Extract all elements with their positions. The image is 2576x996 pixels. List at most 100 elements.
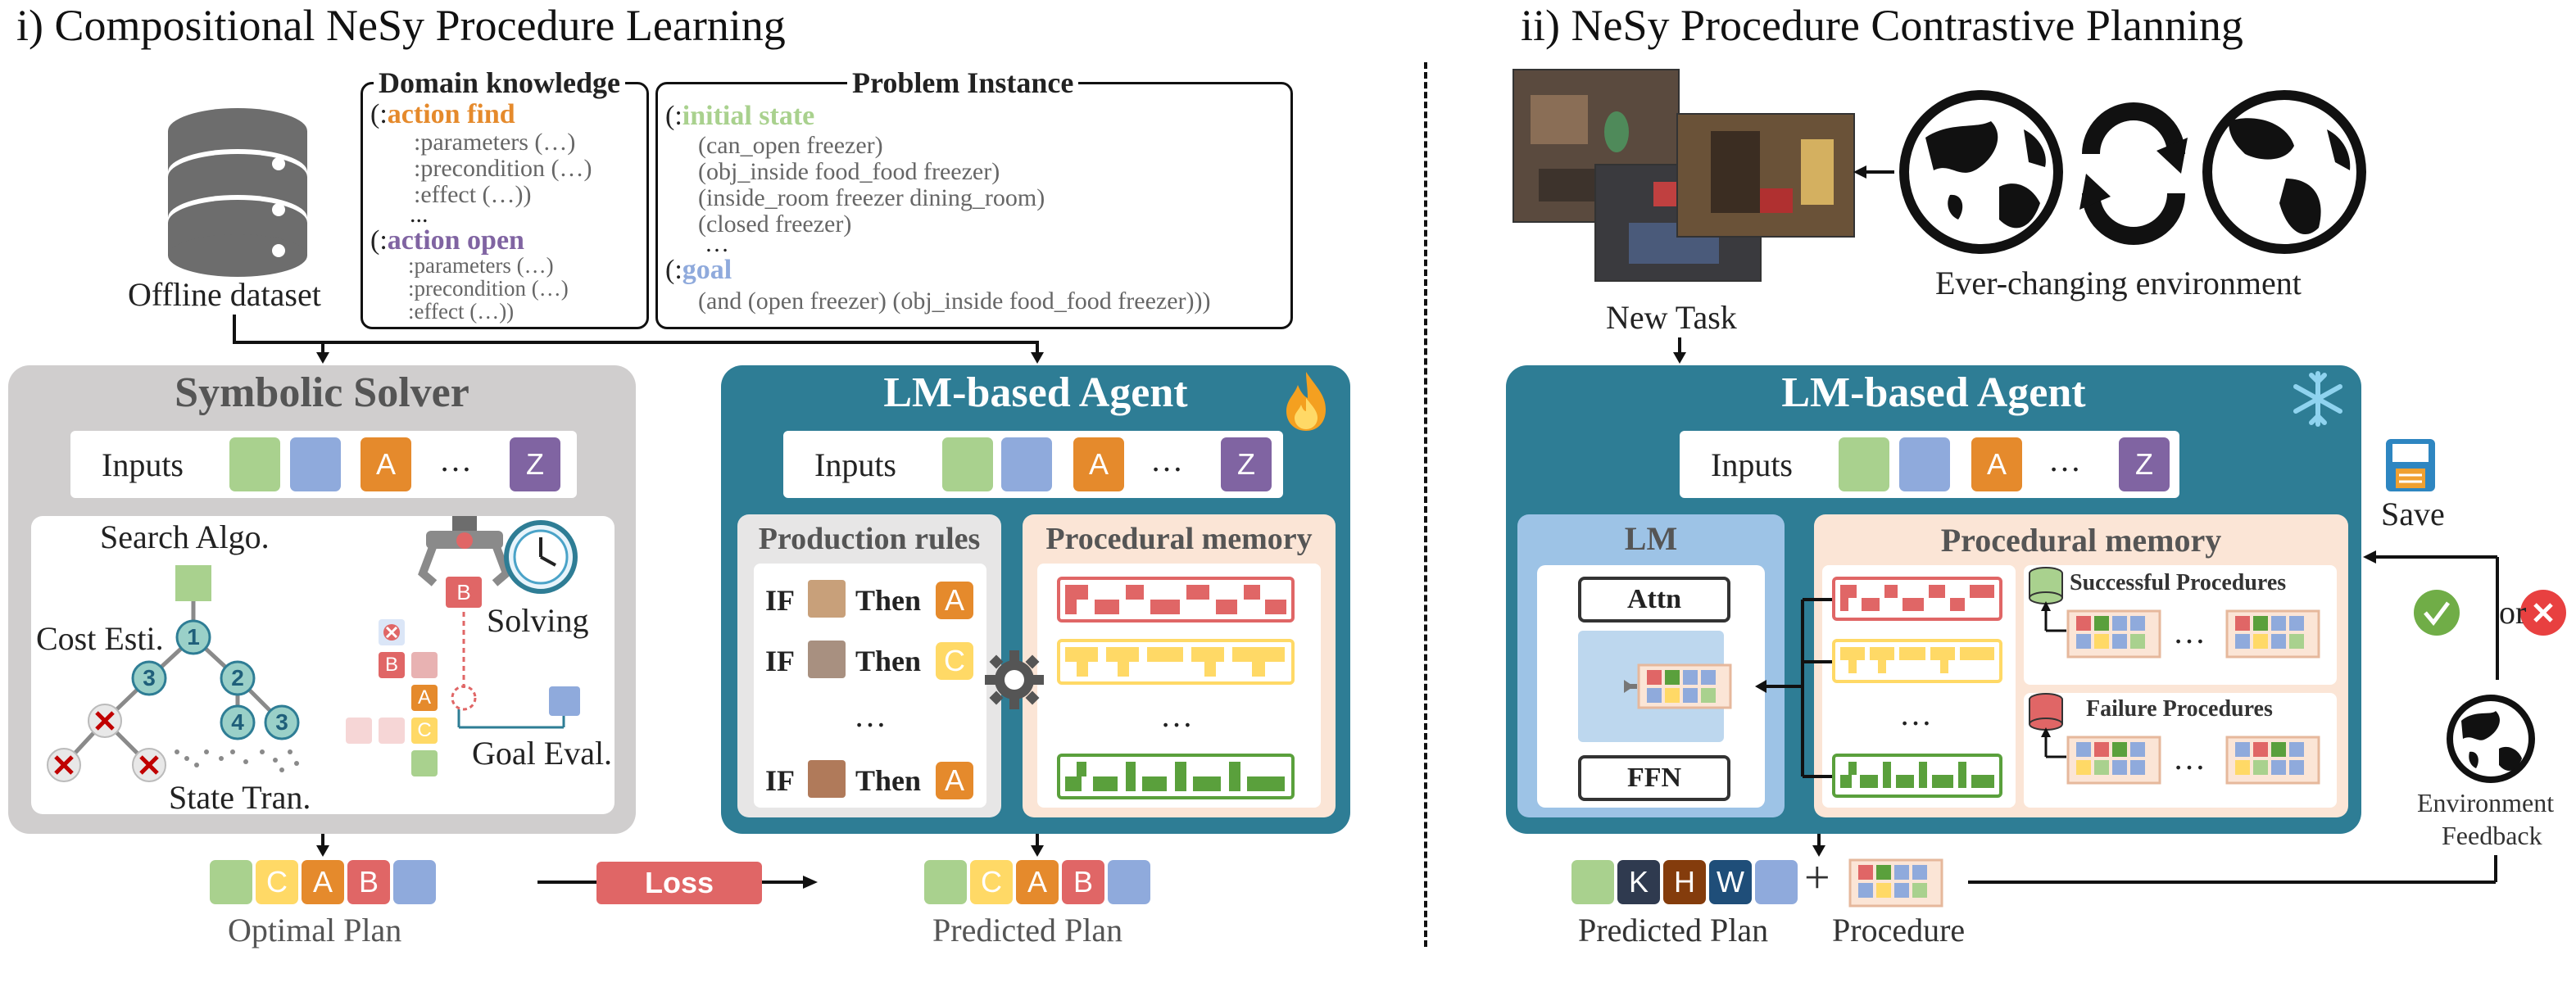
memory-bar-green: [1057, 754, 1295, 799]
solving-label: Solving: [487, 602, 589, 639]
right-title: ii) NeSy Procedure Contrastive Planning: [1521, 1, 2243, 50]
rule-image: [808, 641, 846, 678]
loss-badge: Loss: [596, 862, 762, 904]
problem-ellipsis: …: [705, 230, 729, 257]
lm-agent-title-left: LM-based Agent: [883, 369, 1188, 416]
memory-bar-yellow: [1057, 639, 1295, 685]
input-token-green: [229, 437, 280, 491]
cost-esti-label: Cost Esti.: [36, 620, 164, 657]
search-algo-label: Search Algo.: [100, 518, 270, 555]
tree-node-label: 4: [231, 709, 244, 735]
left-title: i) Compositional NeSy Procedure Learning: [16, 1, 786, 50]
ffn-block: FFN: [1578, 755, 1730, 801]
input-token-z: Z: [1221, 437, 1272, 491]
attn-block: Attn: [1578, 577, 1730, 622]
predicted-plan-token: [1571, 860, 1614, 904]
initial-state-line: (:initial state: [665, 101, 815, 131]
environment-image: [1676, 113, 1855, 238]
save-label: Save: [2381, 496, 2445, 532]
failure-dots: …: [2173, 740, 2206, 776]
rule-then: Then: [855, 645, 922, 677]
procedure-label: Procedure: [1832, 912, 1966, 948]
tree-node-label: 1: [187, 624, 200, 650]
memory-bar-red: [1832, 577, 2002, 621]
memory-bar-red: [1057, 577, 1295, 622]
problem-instance-header: Problem Instance: [847, 66, 1079, 100]
predicted-plan-token: C: [970, 860, 1013, 904]
environment-feedback-line-2: Feedback: [2442, 821, 2542, 850]
symbolic-solver-title: Symbolic Solver: [175, 369, 469, 416]
goal-expression: (and (open freezer) (obj_inside food_foo…: [698, 287, 1211, 315]
procedural-memory-title-left: Procedural memory: [1045, 522, 1313, 556]
action-find-line: (:action find: [370, 99, 515, 129]
input-token-z: Z: [2119, 437, 2170, 491]
input-token-a: A: [1073, 437, 1124, 491]
connector-line: [233, 341, 1039, 344]
rule-image: [808, 760, 846, 798]
lm-agent-title-right: LM-based Agent: [1781, 369, 2086, 416]
or-label: or: [2499, 594, 2527, 631]
tree-node-label: 2: [231, 665, 244, 690]
input-token-a: A: [1971, 437, 2022, 491]
rule-token: A: [936, 762, 973, 799]
rule-if: IF: [765, 764, 795, 797]
input-token-green: [942, 437, 993, 491]
predicted-plan-token: A: [1016, 860, 1059, 904]
find-effect: :effect (…)): [414, 181, 532, 208]
rule-if: IF: [765, 645, 795, 677]
state-line-4: (closed freezer): [698, 211, 852, 238]
rule-if: IF: [765, 584, 795, 617]
open-effect: :effect (…)): [408, 299, 515, 324]
goal-line: (:goal: [665, 255, 732, 285]
input-token-blue: [1899, 437, 1950, 491]
environment-feedback-line-1: Environment: [2417, 788, 2555, 817]
predicted-plan-token: [1755, 860, 1798, 904]
goal-eval-label: Goal Eval.: [472, 735, 613, 772]
input-dots: …: [2048, 441, 2081, 478]
input-token-green: [1839, 437, 1889, 491]
domain-ellipsis: ...: [410, 201, 429, 228]
rule-image: [808, 580, 846, 618]
lm-title: LM: [1624, 520, 1678, 557]
memory-dots-right: …: [1899, 695, 1932, 732]
save-icon: [2386, 439, 2435, 491]
memory-bar-yellow: [1832, 639, 2002, 683]
predicted-plan-token: B: [1062, 860, 1104, 904]
connector-line: [233, 315, 236, 344]
globe-icons: [1899, 90, 2366, 254]
optimal-plan-token: A: [302, 860, 344, 904]
predicted-plan-token: [1108, 860, 1150, 904]
open-parameters: :parameters (…): [408, 253, 554, 278]
solver-inputs-label: Inputs: [102, 446, 184, 483]
rule-then: Then: [855, 584, 922, 617]
optimal-plan-label: Optimal Plan: [228, 912, 402, 948]
block-c: C: [417, 719, 432, 741]
production-rules-title: Production rules: [758, 522, 981, 556]
procedure-injection: [1624, 663, 1732, 709]
successful-dots: …: [2173, 613, 2206, 650]
offline-dataset-label: Offline dataset: [128, 276, 321, 313]
tree-node-label: 3: [275, 709, 288, 735]
database-icon: [168, 108, 307, 277]
optimal-plan-token: B: [347, 860, 390, 904]
predicted-plan-token: W: [1709, 860, 1752, 904]
input-dots: …: [439, 441, 472, 478]
input-token-z: Z: [510, 437, 560, 491]
block-b: B: [384, 654, 398, 676]
state-line-2: (obj_inside food_food freezer): [698, 158, 1000, 185]
open-precondition: :precondition (…): [408, 276, 569, 301]
input-token-blue: [290, 437, 341, 491]
optimal-plan-token: [393, 860, 436, 904]
environment-globe-icon: [2447, 695, 2535, 783]
input-dots: …: [1150, 441, 1183, 478]
memory-dots-left: …: [1160, 697, 1193, 734]
state-line-3: (inside_room freezer dining_room): [698, 184, 1045, 211]
predicted-plan-label-right: Predicted Plan: [1578, 912, 1769, 948]
fire-icon: [1286, 372, 1326, 431]
optimal-plan-token: [210, 860, 252, 904]
search-tree: [47, 565, 300, 782]
input-token-blue: [1001, 437, 1052, 491]
